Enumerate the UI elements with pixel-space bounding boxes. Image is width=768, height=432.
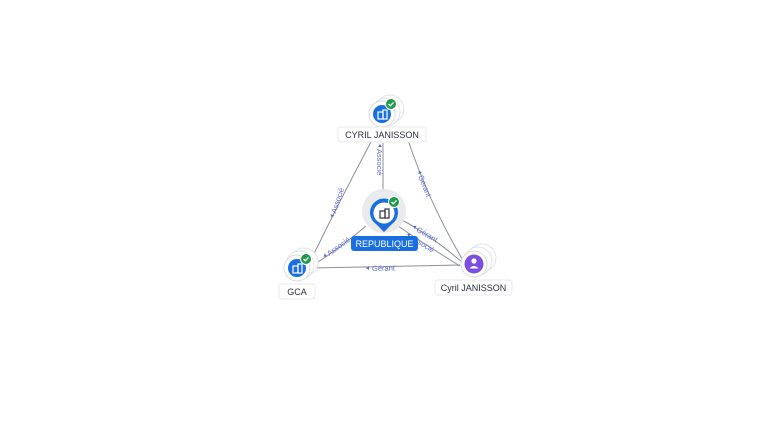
edge-person-center-1 — [401, 219, 463, 263]
edge-arrow-icon — [323, 253, 328, 257]
edge-arrow-icon — [330, 214, 335, 218]
node-republique[interactable]: REPUBLIQUE — [351, 189, 418, 251]
edge-label-top-gca[interactable]: Associé — [329, 187, 346, 215]
edge-top-gca — [309, 139, 373, 263]
person-node-circle[interactable] — [464, 254, 484, 274]
edge-arrow-icon — [378, 144, 382, 147]
edge-label-person-gca[interactable]: Gérant — [372, 264, 396, 273]
edges — [309, 139, 465, 269]
edge-top-person — [407, 139, 465, 263]
edge-arrow-icon — [407, 233, 411, 238]
building-icon — [379, 208, 390, 219]
node-label-gca[interactable]: GCA — [287, 287, 307, 297]
verified-badge-icon — [385, 98, 397, 110]
edge-arrow-icon — [366, 266, 370, 271]
node-gca[interactable]: GCA — [278, 247, 319, 300]
node-label-cyril-person[interactable]: Cyril JANISSON — [441, 283, 507, 293]
verified-badge-icon — [388, 196, 400, 208]
edge-arrow-icon — [413, 225, 417, 230]
edge-label-center-gca[interactable]: Associé — [325, 235, 352, 258]
building-icon — [292, 263, 303, 274]
node-cyril-top[interactable]: CYRIL JANISSON — [337, 94, 427, 143]
node-cyril-person[interactable]: Cyril JANISSON — [434, 243, 513, 296]
edge-person-gca — [311, 264, 461, 269]
person-icon — [469, 258, 479, 269]
node-label-republique[interactable]: REPUBLIQUE — [355, 239, 413, 249]
verified-badge-icon — [300, 253, 312, 265]
edge-label-top-person[interactable]: Gérant — [416, 174, 433, 199]
edge-person-center-2 — [397, 225, 461, 267]
edge-arrow-icon — [418, 170, 422, 175]
node-label-cyril-top[interactable]: CYRIL JANISSON — [345, 130, 419, 140]
edge-label-top-center[interactable]: Associé — [375, 149, 384, 175]
building-icon — [377, 109, 388, 120]
